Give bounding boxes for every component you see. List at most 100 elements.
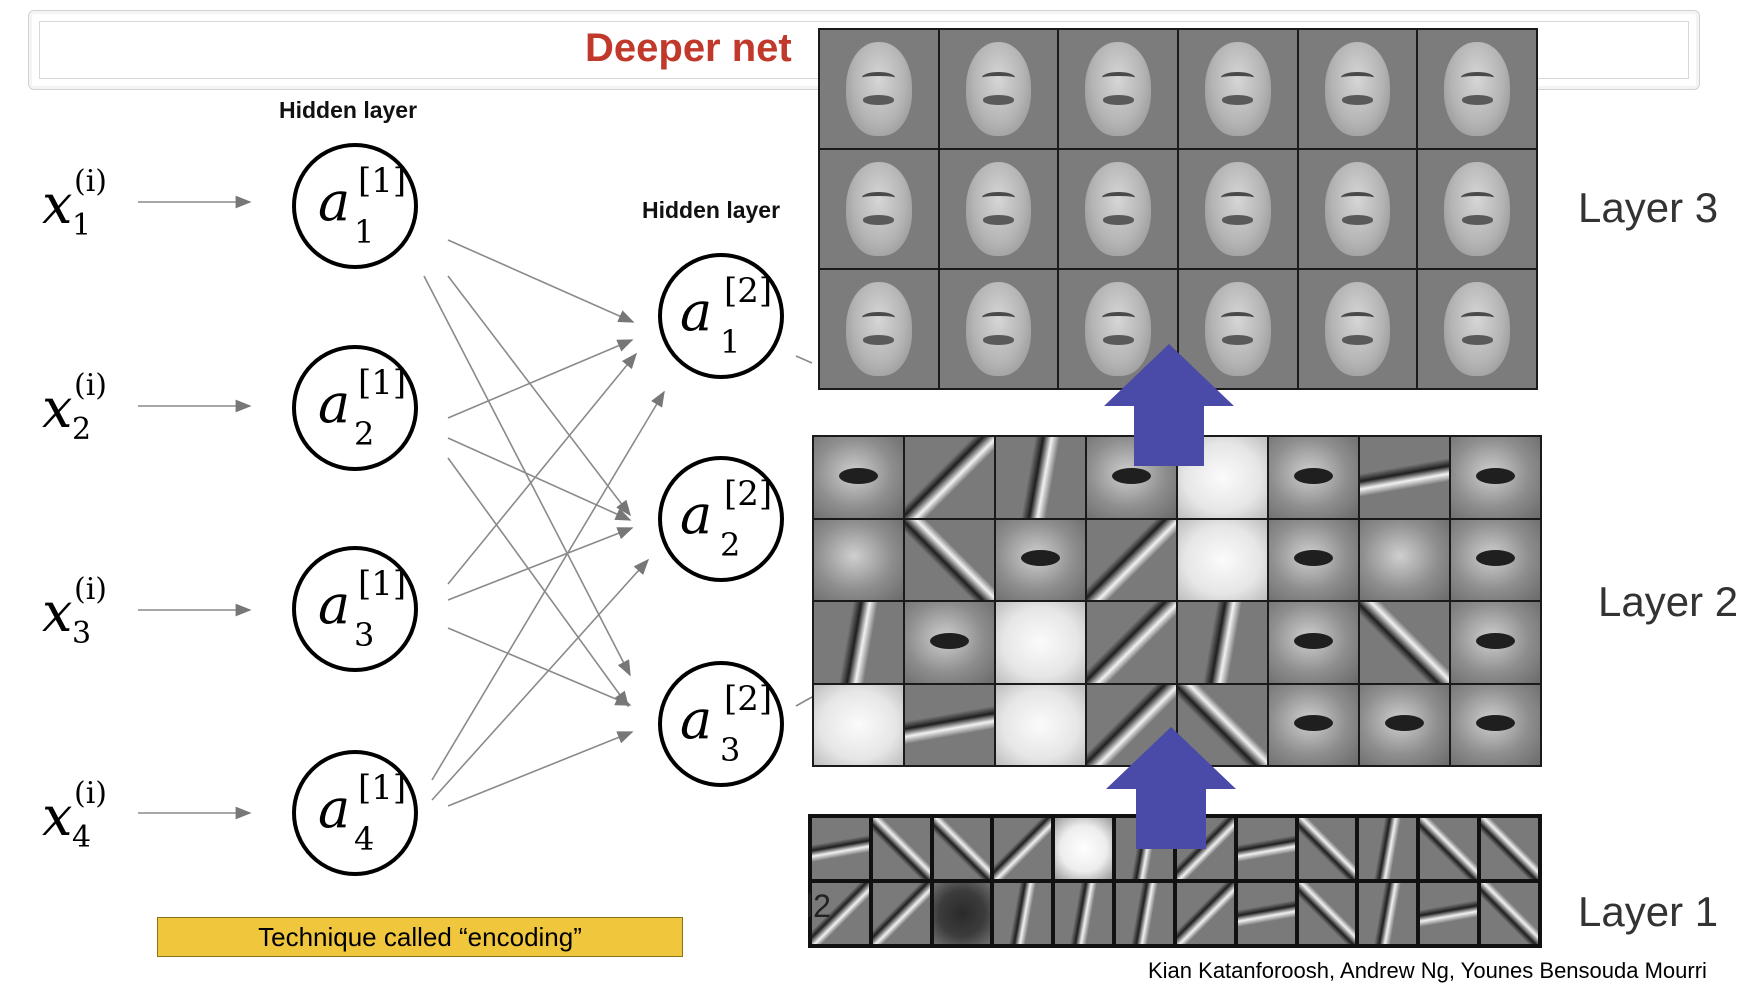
layer1-edge-cell — [1359, 883, 1417, 944]
edge-h1-2-to-h2-1 — [447, 339, 634, 419]
layer3-feature-grid — [818, 28, 1538, 390]
layer2-part-cell — [1087, 602, 1176, 683]
author-credit: Kian Katanforoosh, Andrew Ng, Younes Ben… — [1148, 958, 1707, 983]
layer3-face-cell — [1418, 270, 1536, 388]
layer2-part-cell — [1269, 437, 1358, 518]
layer1-edge-cell — [1237, 883, 1295, 944]
layer1-edge-cell — [933, 818, 991, 879]
hidden1-node-3: a [1] 3 — [292, 546, 418, 672]
hidden1-node-2: a [1] 2 — [292, 345, 418, 471]
input-superscript: (i) — [74, 368, 108, 403]
edge-h2-3-out — [795, 696, 813, 707]
layer3-face-cell — [820, 150, 938, 268]
layer1-edge-cell — [1481, 818, 1538, 879]
layer3-face-cell — [939, 150, 1058, 268]
layer3-face-cell — [1418, 150, 1536, 268]
layer1-edge-cell — [1298, 883, 1356, 944]
edge-h1-4-to-h2-1 — [431, 390, 665, 781]
layer2-part-cell — [1269, 602, 1358, 683]
layer2-part-cell — [996, 519, 1085, 600]
layer1-edge-cell — [1481, 883, 1538, 944]
input-node-3: x (i) 3 — [42, 572, 152, 656]
layer2-part-cell — [996, 684, 1085, 765]
node-superscript: [1] — [358, 363, 407, 403]
layer3-face-cell — [820, 30, 938, 148]
edge-h1-1-to-h2-3 — [423, 275, 631, 677]
encoding-note: Technique called “encoding” — [157, 917, 683, 957]
layer1-edge-cell — [872, 883, 930, 944]
layer3-label: Layer 3 — [1578, 184, 1719, 231]
node-subscript: 1 — [354, 213, 375, 251]
layer1-edge-cell — [1116, 883, 1173, 944]
layer3-face-cell — [1298, 30, 1417, 148]
layer2-part-cell — [996, 437, 1085, 518]
layer1-to-layer2-arrow — [1106, 727, 1236, 849]
layer2-part-cell — [814, 602, 903, 683]
node-symbol: a — [680, 483, 713, 546]
layer2-part-cell — [1360, 684, 1449, 765]
node-subscript: 3 — [354, 616, 375, 654]
input-subscript: 2 — [72, 412, 92, 447]
layer2-part-cell — [1269, 519, 1358, 600]
layer2-part-cell — [905, 684, 994, 765]
node-subscript: 2 — [720, 526, 741, 564]
layer3-face-cell — [939, 30, 1058, 148]
partial-layer-label: l2 — [806, 888, 831, 924]
input-superscript: (i) — [74, 572, 108, 607]
layer2-label: Layer 2 — [1598, 578, 1739, 625]
node-superscript: [1] — [358, 768, 407, 808]
layer2-part-cell — [1451, 684, 1540, 765]
node-symbol: a — [318, 372, 351, 435]
input-superscript: (i) — [74, 164, 108, 199]
node-subscript: 1 — [720, 323, 741, 361]
node-subscript: 2 — [354, 415, 375, 453]
layer3-face-cell — [1178, 150, 1297, 268]
layer2-to-layer3-arrow — [1104, 344, 1234, 466]
input-symbol: x — [42, 377, 73, 440]
layer1-edge-cell — [994, 818, 1052, 879]
edge-h1-4-to-h2-3 — [447, 731, 634, 807]
layer2-part-cell — [905, 602, 994, 683]
input-subscript: 3 — [72, 616, 92, 651]
hidden1-node-4: a [1] 4 — [292, 750, 418, 876]
layer2-feature-grid — [812, 435, 1542, 767]
layer1-edge-cell — [1237, 818, 1295, 879]
hidden2-node-1: a [2] 1 — [658, 253, 784, 379]
input-node-2: x (i) 2 — [42, 368, 152, 452]
layer2-part-cell — [1360, 519, 1449, 600]
edge-h1-3-to-h2-3 — [447, 627, 632, 706]
layer2-part-cell — [814, 437, 903, 518]
edge-h1-4-to-h2-2 — [431, 558, 650, 801]
edge-h1-2-to-h2-3 — [447, 457, 629, 708]
layer1-label: Layer 1 — [1578, 888, 1719, 935]
layer3-face-cell — [1418, 30, 1536, 148]
input-superscript: (i) — [74, 776, 108, 811]
layer1-edge-cell — [1055, 818, 1113, 879]
node-superscript: [1] — [358, 161, 407, 201]
layer3-face-cell — [1059, 30, 1177, 148]
layer2-part-cell — [1451, 519, 1540, 600]
node-symbol: a — [318, 170, 351, 233]
node-superscript: [2] — [724, 474, 773, 514]
input-symbol: x — [42, 785, 73, 848]
node-symbol: a — [318, 573, 351, 636]
hidden-layer-2-title: Hidden layer — [642, 197, 781, 223]
layer2-part-cell — [814, 684, 903, 765]
layer2-part-cell — [1178, 602, 1267, 683]
layer2-part-cell — [1360, 437, 1449, 518]
input-subscript: 4 — [72, 820, 92, 855]
layer1-edge-cell — [1420, 883, 1478, 944]
layer3-face-cell — [1298, 270, 1417, 388]
layer1-edge-cell — [1176, 883, 1234, 944]
edge-h2-1-out — [795, 355, 813, 364]
edge-h1-3-to-h2-1 — [447, 352, 638, 585]
edge-h1-3-to-h2-2 — [447, 527, 634, 601]
edge-h1-1-to-h2-2 — [447, 275, 631, 517]
layer1-edge-cell — [812, 883, 869, 944]
node-symbol: a — [318, 777, 351, 840]
layer3-face-cell — [1178, 30, 1297, 148]
hidden-layer-1-title: Hidden layer — [279, 97, 418, 123]
input-symbol: x — [42, 173, 73, 236]
slide-title: Deeper net — [585, 26, 792, 70]
